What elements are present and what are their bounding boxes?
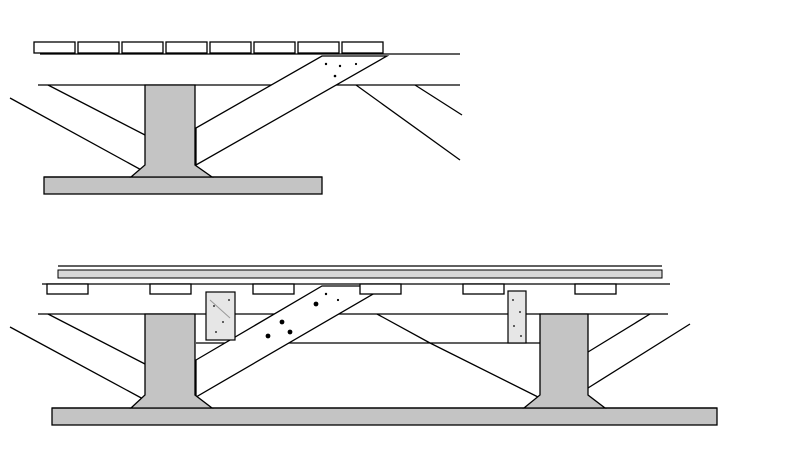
strut-rivet	[324, 292, 328, 296]
deck-plank	[253, 41, 296, 54]
inclined-strut-top	[195, 55, 390, 167]
strut-bolt	[313, 301, 319, 307]
deck-plank	[77, 41, 120, 54]
strut-bolt	[265, 333, 271, 339]
strut-rivet	[324, 62, 328, 66]
right-diagonal-lower	[355, 84, 461, 161]
strut-rivet	[333, 74, 337, 78]
deck-plank	[252, 283, 295, 295]
pad-speck	[215, 331, 217, 333]
deck-plank	[359, 283, 402, 295]
strut-rivet	[336, 298, 340, 302]
diagram-top	[9, 41, 463, 195]
pad-speck	[519, 311, 521, 313]
pad-speck	[512, 299, 514, 301]
deck-plank	[33, 41, 76, 54]
deck-planks-bottom	[46, 283, 617, 295]
deck-slab	[57, 269, 663, 279]
deck-plank	[297, 41, 340, 54]
strut-bolt	[279, 319, 285, 325]
footing-top	[43, 176, 323, 195]
pad-speck	[228, 299, 230, 301]
left-diagonal-upper	[47, 313, 146, 365]
strut-rivet	[338, 64, 342, 68]
bearing-pad-right	[507, 290, 527, 344]
deck-plank	[149, 283, 192, 295]
right-diagonal-upper	[414, 84, 463, 116]
pad-speck	[222, 321, 224, 323]
left-diagonal-upper	[47, 84, 146, 136]
left-diagonal-lower	[9, 97, 146, 173]
deck-plank	[46, 283, 89, 295]
deck-plank	[462, 283, 505, 295]
right-diagonal-upper	[587, 313, 651, 353]
left-diagonal-lower	[9, 326, 146, 401]
deck-plank	[341, 41, 384, 54]
deck-planks-top	[33, 41, 384, 54]
footing-bottom	[51, 407, 718, 426]
deck-plank	[121, 41, 164, 54]
pier-column-right	[522, 313, 607, 409]
inner-diagonal	[429, 342, 541, 399]
pad-hatch	[209, 299, 231, 319]
deck-plank	[209, 41, 252, 54]
right-diagonal-lower	[587, 323, 691, 389]
inner-diagonal-upper	[376, 313, 431, 344]
deck-plank	[574, 283, 617, 295]
pad-speck	[513, 325, 515, 327]
deck-plank	[165, 41, 208, 54]
pad-speck	[213, 305, 215, 307]
diagram-bottom	[9, 265, 718, 426]
strut-rivet	[354, 62, 358, 66]
pad-speck	[520, 335, 522, 337]
bearing-pad-left	[205, 291, 236, 341]
strut-bolt	[287, 329, 293, 335]
